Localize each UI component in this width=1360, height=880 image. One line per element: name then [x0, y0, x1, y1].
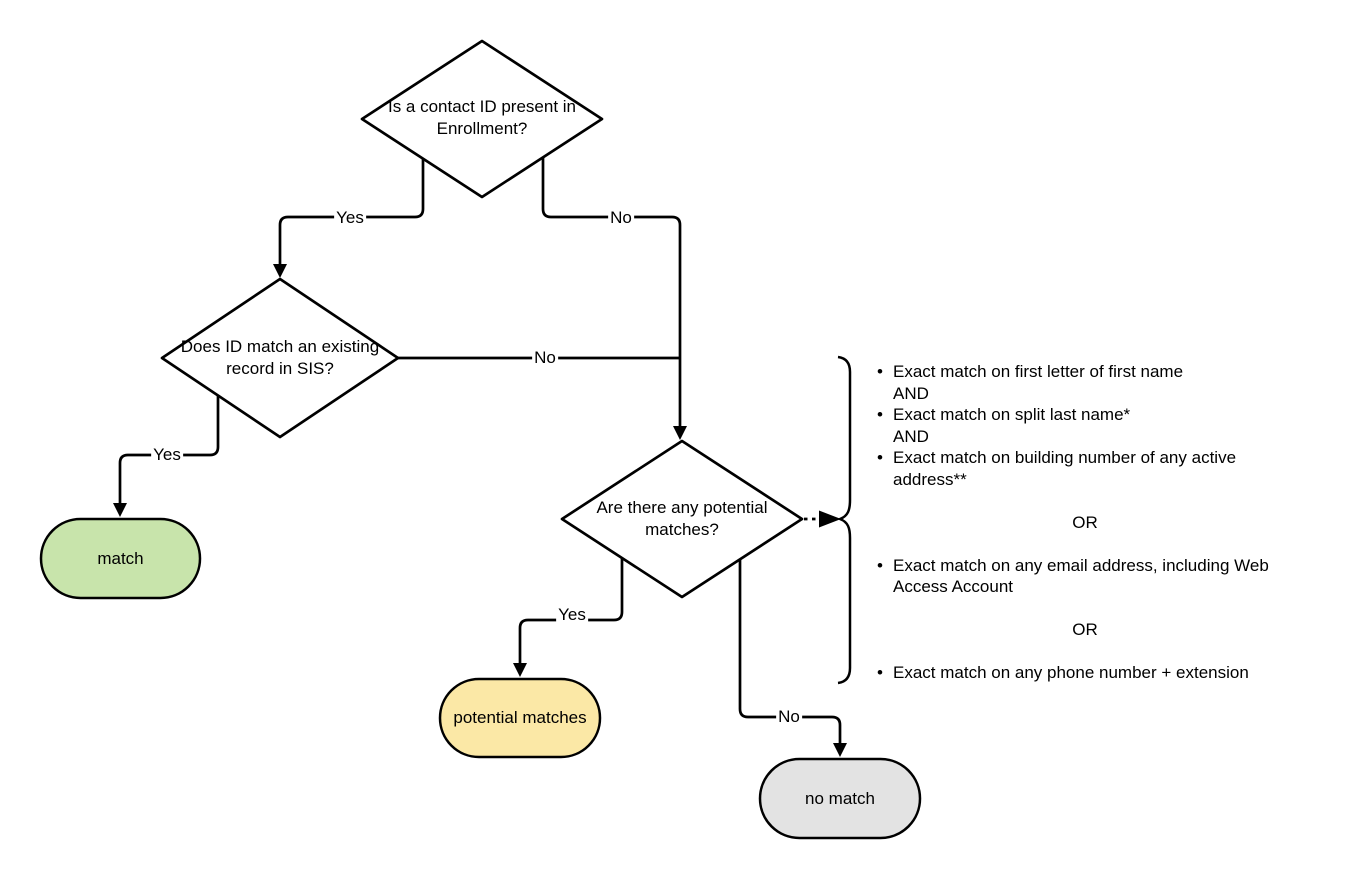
- connector-enrollment-no: [541, 157, 682, 431]
- arrowhead-down-icon: [513, 663, 527, 677]
- terminal-no-match-shape: [758, 757, 922, 840]
- terminal-match-shape: [39, 517, 202, 600]
- decision-sis-shape: [160, 277, 400, 439]
- terminal-potential-matches-shape: [438, 677, 602, 759]
- arrowhead-down-icon: [273, 264, 287, 278]
- arrowhead-down-icon: [833, 743, 847, 757]
- connector-potential-no: [738, 558, 842, 748]
- decision-potential-shape: [560, 439, 804, 599]
- arrowhead-right-icon: [819, 510, 841, 528]
- curly-brace-icon: [836, 355, 852, 685]
- connector-potential-yes: [518, 557, 624, 668]
- decision-enrollment-shape: [360, 39, 604, 199]
- connector-enrollment-yes: [278, 157, 425, 269]
- arrowhead-down-icon: [113, 503, 127, 517]
- connector-sis-yes: [118, 395, 220, 508]
- arrowhead-down-icon: [673, 426, 687, 440]
